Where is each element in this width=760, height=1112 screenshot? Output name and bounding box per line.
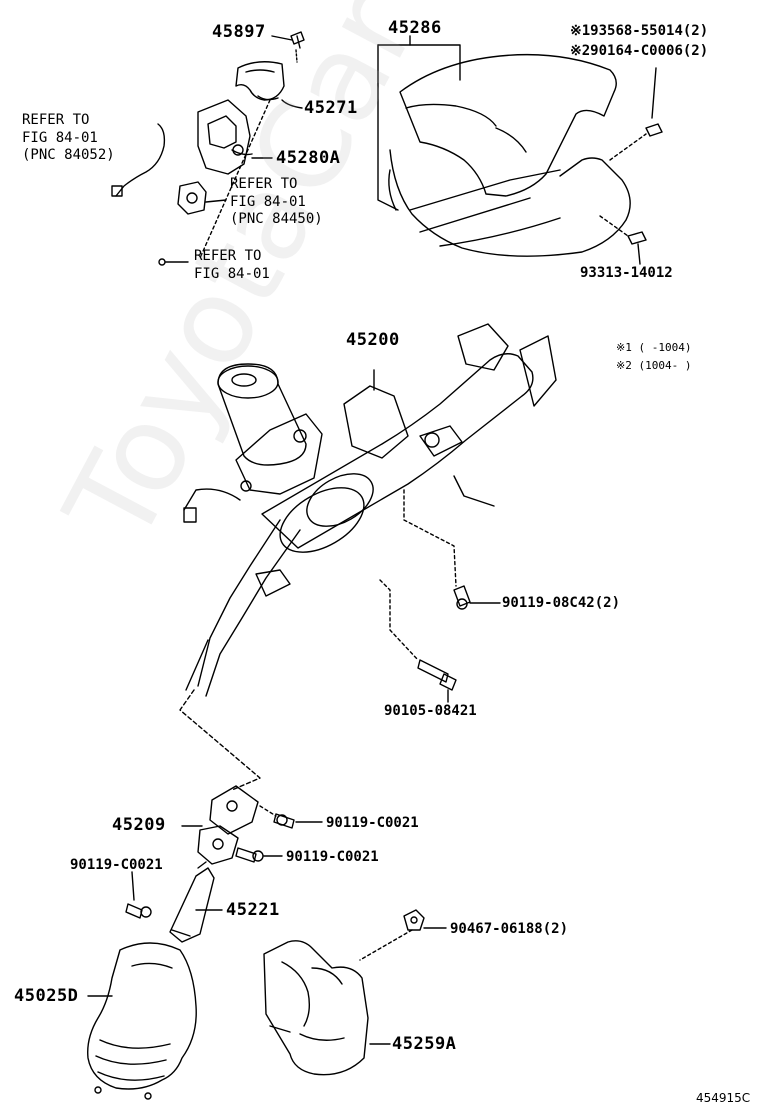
- part-45200-steering-column: [183, 323, 557, 697]
- legend-note-1: ※1 ( -1004): [616, 341, 692, 354]
- label-ref-84052: REFER TO FIG 84-01 (PNC 84052): [22, 112, 115, 163]
- assembly-line-clip: [359, 929, 413, 961]
- label-ref-84-01: REFER TO FIG 84-01: [194, 248, 270, 282]
- part-45025D-boot: [87, 942, 197, 1100]
- leader-45271: [281, 99, 303, 109]
- part-45897-screw: [290, 31, 305, 63]
- legend-note-2: ※2 (1004- ): [616, 359, 692, 372]
- label-90119-C0021-a: 90119-C0021: [326, 815, 419, 831]
- leader-45897: [271, 35, 293, 41]
- assembly-line-c0021-a: [259, 805, 277, 817]
- label-45200: 45200: [346, 330, 400, 350]
- label-note-2: ※290164-C0006(2): [570, 43, 709, 59]
- label-45271: 45271: [304, 98, 358, 118]
- part-90105-08421-bolt: [417, 659, 457, 691]
- part-90119-C0021-bolt-a: [273, 813, 295, 829]
- label-90119-C0021-b: 90119-C0021: [286, 849, 379, 865]
- label-90467-06188: 90467-06188(2): [450, 921, 569, 937]
- bracket-45286-right: [377, 44, 461, 81]
- label-45280A: 45280A: [276, 148, 341, 168]
- part-45286-column-cover: [388, 53, 631, 257]
- part-90119-C0021-bolt-c: [125, 903, 152, 919]
- label-45286: 45286: [388, 18, 442, 38]
- assembly-line-intermediate-shaft: [179, 689, 261, 791]
- part-45221-yoke: [169, 861, 215, 943]
- assembly-line-cover-screw-2: [599, 215, 629, 237]
- part-45209-universal-joint: [197, 785, 259, 865]
- wire-connector-84052: [111, 185, 123, 197]
- part-90119-08C42-bolt: [453, 585, 471, 610]
- label-45221: 45221: [226, 900, 280, 920]
- part-screw-84-01: [158, 258, 166, 266]
- label-note-1: ※193568-55014(2): [570, 23, 709, 39]
- label-45209: 45209: [112, 815, 166, 835]
- part-90119-C0021-bolt-b: [235, 847, 264, 863]
- part-45259A-cover: [263, 940, 369, 1076]
- assembly-line-switch: [199, 99, 271, 259]
- assembly-line-08C42: [403, 489, 457, 587]
- label-90105-08421: 90105-08421: [384, 703, 477, 719]
- part-cover-screw-1: [645, 67, 663, 137]
- assembly-line-cover-screw-1: [609, 133, 647, 161]
- label-45259A: 45259A: [392, 1034, 457, 1054]
- leader-84450: [205, 199, 227, 203]
- label-93313-14012: 93313-14012: [580, 265, 673, 281]
- part-45271-bracket: [235, 61, 285, 101]
- wire-harness-84052: [115, 123, 166, 197]
- label-45897: 45897: [212, 22, 266, 42]
- label-90119-C0021-c: 90119-C0021: [70, 857, 163, 873]
- label-45025D: 45025D: [14, 986, 79, 1006]
- figure-code: 454915C: [696, 1091, 751, 1105]
- part-84450-sensor: [177, 181, 207, 215]
- part-90467-06188-clip: [403, 909, 425, 931]
- assembly-line-08421: [379, 579, 419, 661]
- label-ref-84450: REFER TO FIG 84-01 (PNC 84450): [230, 176, 323, 227]
- leader-c0021-c: [131, 871, 135, 901]
- part-45280A-switch: [197, 99, 253, 175]
- bracket-45286-left: [377, 44, 399, 211]
- label-90119-08C42: 90119-08C42(2): [502, 595, 621, 611]
- part-93313-screw: [627, 231, 647, 265]
